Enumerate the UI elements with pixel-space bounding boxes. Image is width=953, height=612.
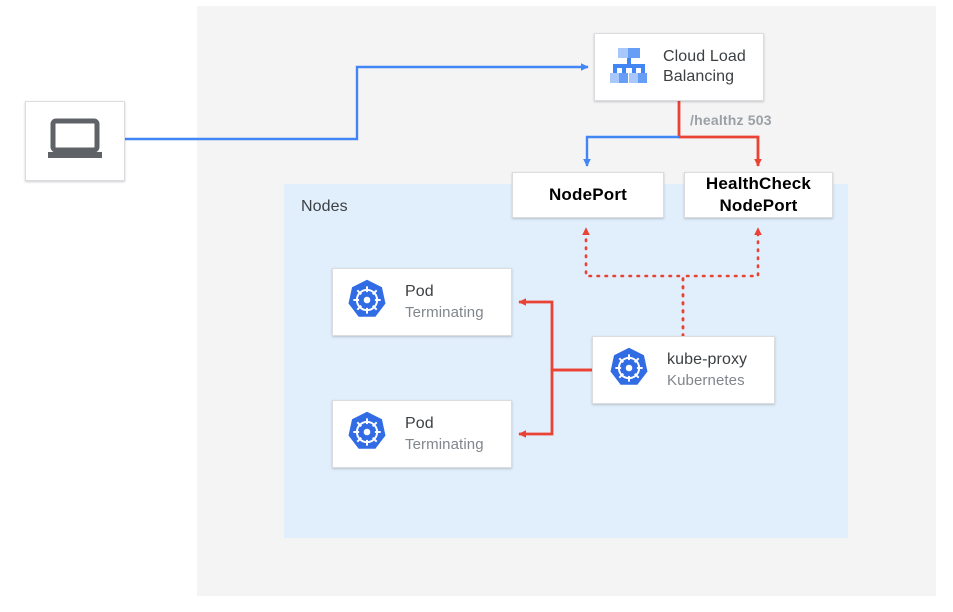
cloud-load-balancing-title-line1: Cloud Load [663,47,746,65]
cloud-load-balancing-card[interactable]: Cloud Load Balancing [594,33,764,101]
cloud-load-balancing-texts: Cloud Load Balancing [663,47,746,88]
client-card[interactable] [25,101,125,181]
kube-proxy-platform: Kubernetes [667,371,745,389]
pod-name: Pod [405,283,434,301]
healthcheck-nodeport-card[interactable]: HealthCheck NodePort [684,172,833,218]
nodes-panel-label: Nodes [301,198,348,215]
kube-proxy-name: kube-proxy [667,351,748,369]
healthcheck-nodeport-label-line1: HealthCheck [705,174,812,194]
healthcheck-nodeport-label-line2: NodePort [719,196,798,215]
healthcheck-nodeport-texts: HealthCheck NodePort [706,173,811,217]
cloud-load-balancing-title-line2: Balancing [663,68,735,85]
laptop-icon [46,117,104,166]
kubernetes-icon [345,410,389,459]
pod-name: Pod [405,415,434,433]
kubernetes-icon [345,278,389,327]
pod-texts: Pod Terminating [405,414,484,454]
kubernetes-icon [607,346,651,395]
healthz-edge-label: /healthz 503 [690,112,772,128]
nodeport-card[interactable]: NodePort [512,172,664,218]
pod-card[interactable]: Pod Terminating [332,400,512,468]
nodeport-label: NodePort [548,185,628,204]
pod-texts: Pod Terminating [405,282,484,322]
pod-status: Terminating [405,303,484,321]
pod-card[interactable]: Pod Terminating [332,268,512,336]
kube-proxy-card[interactable]: kube-proxy Kubernetes [592,336,775,404]
cloud-load-balancing-icon [605,44,651,91]
kube-proxy-texts: kube-proxy Kubernetes [667,350,747,390]
pod-status: Terminating [405,435,484,453]
